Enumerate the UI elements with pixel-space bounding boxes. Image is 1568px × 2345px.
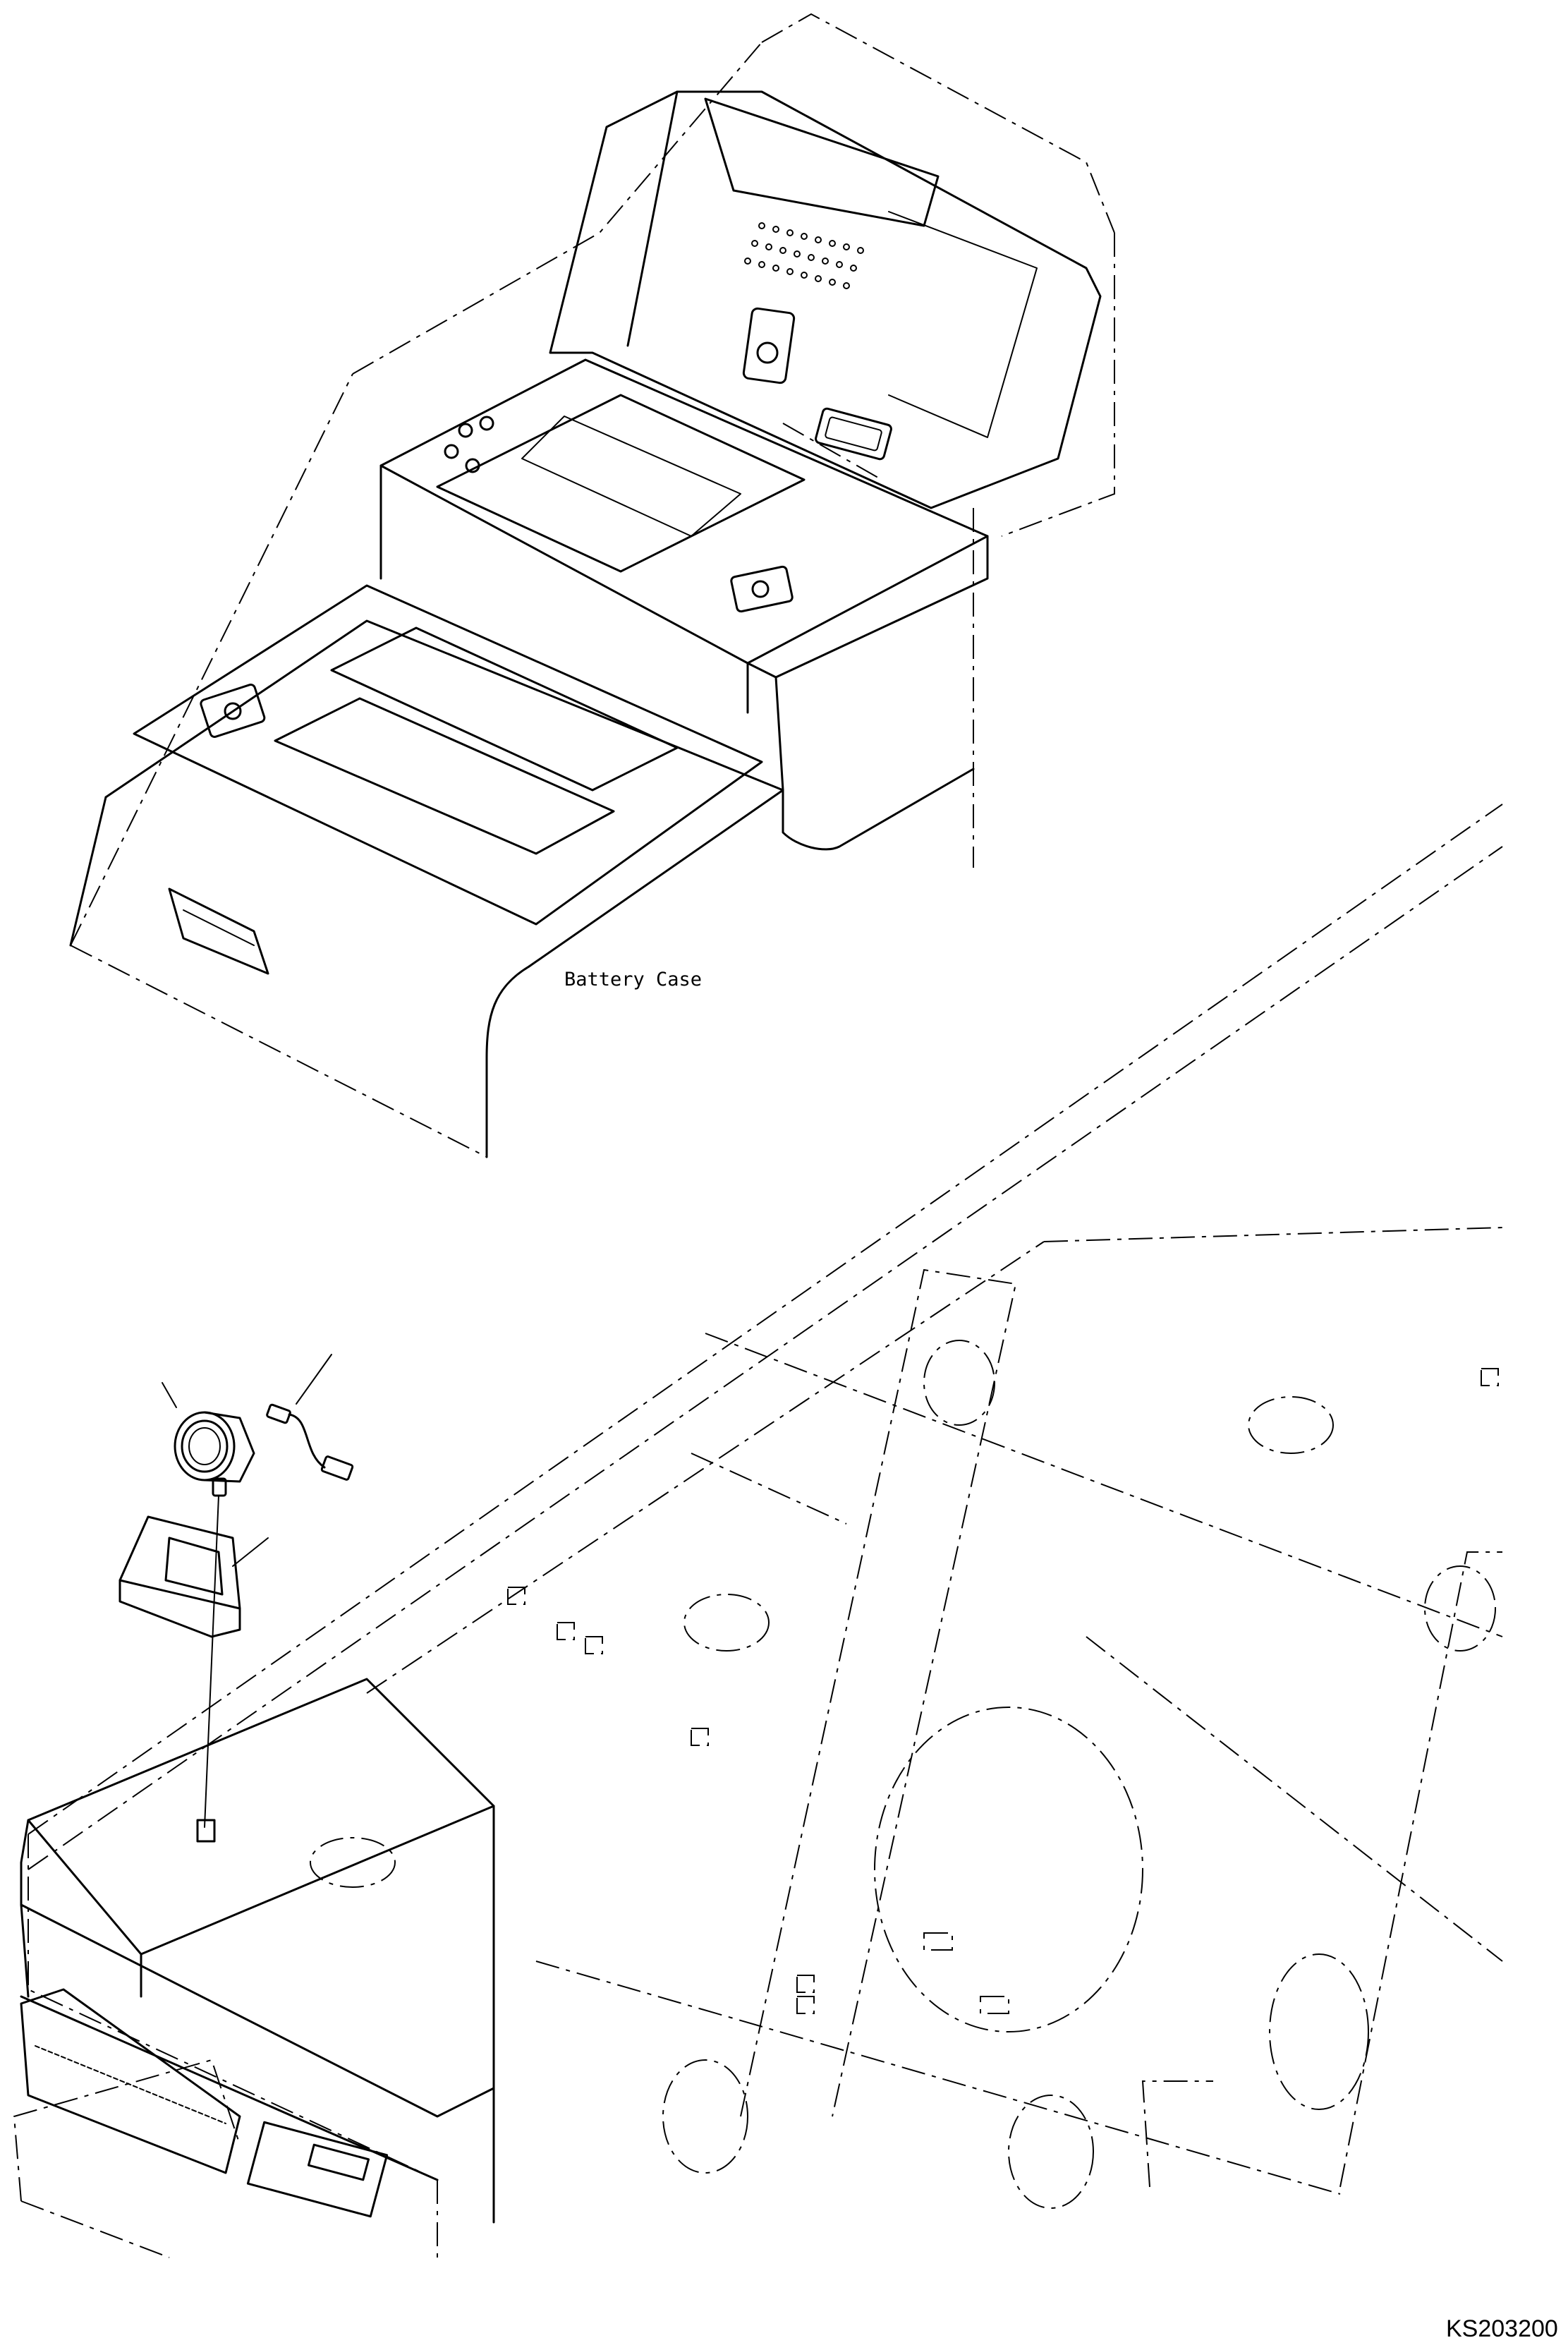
front-step-frame xyxy=(20,1678,495,2224)
rear-box-vent-holes xyxy=(744,222,864,289)
mounting-guide-line xyxy=(204,1495,219,1828)
drawing-code: KS203200 xyxy=(1446,2315,1558,2342)
battery-case-assembly: Battery Case xyxy=(69,13,1115,1158)
lamp-wire-harness xyxy=(266,1354,354,1481)
battery-case-middle-step xyxy=(379,358,989,714)
battery-case-front-step xyxy=(69,584,975,1158)
battery-case-rear-box xyxy=(549,90,1102,509)
work-lamp xyxy=(162,1382,255,1497)
chassis-frame xyxy=(13,804,1503,2258)
battery-case-label: Battery Case xyxy=(564,969,702,990)
battery-case-ghost-outline xyxy=(70,13,1115,1158)
work-lamp-parts xyxy=(118,1354,354,1843)
lamp-mount-bracket xyxy=(118,1515,269,1638)
frame-mount-stud xyxy=(196,1819,216,1843)
